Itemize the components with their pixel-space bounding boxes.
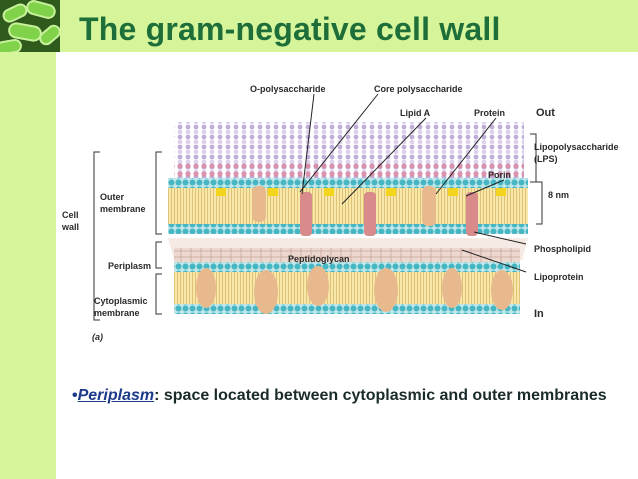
label-lipoprotein: Lipoprotein <box>534 272 584 282</box>
periplasm-region <box>168 238 528 262</box>
label-protein: Protein <box>474 108 506 118</box>
label-lps-line1: Lipopolysaccharide <box>534 142 619 152</box>
outer-membrane-layer <box>168 178 528 236</box>
leader-lines <box>299 93 527 273</box>
label-outer-membrane-line1: Outer <box>100 192 125 202</box>
bullet-periplasm: •Periplasm: space located between cytopl… <box>72 384 612 407</box>
label-core-polysaccharide: Core polysaccharide <box>374 84 463 94</box>
label-in: In <box>534 308 544 320</box>
label-porin: Porin <box>488 170 512 180</box>
label-cytoplasmic-line2: membrane <box>94 308 140 318</box>
label-phospholipid: Phospholipid <box>534 244 591 254</box>
lps-sugar-chains <box>174 122 524 180</box>
cell-wall-figure: O-polysaccharide Core polysaccharide Lip… <box>56 74 638 358</box>
bracket-lines <box>93 133 543 321</box>
label-panel-a: (a) <box>92 332 103 342</box>
label-lps-line2: (LPS) <box>534 154 558 164</box>
bullet-text: : space located between cytoplasmic and … <box>154 387 607 404</box>
slide-title: The gram-negative cell wall <box>79 11 501 47</box>
bacteria-thumbnail-image <box>0 0 60 52</box>
label-o-polysaccharide: O-polysaccharide <box>250 84 326 94</box>
left-decorative-band <box>0 0 56 479</box>
cell-wall-diagram <box>93 93 543 321</box>
bullet-term: Periplasm <box>77 387 155 404</box>
label-lipid-a: Lipid A <box>400 108 431 118</box>
label-peptidoglycan: Peptidoglycan <box>288 254 350 264</box>
label-thickness: 8 nm <box>548 190 570 200</box>
label-periplasm: Periplasm <box>108 261 152 271</box>
label-out: Out <box>536 107 555 119</box>
label-cell-wall-line1: Cell <box>62 210 79 220</box>
label-cell-wall-line2: wall <box>62 222 80 232</box>
cytoplasmic-membrane-layer <box>174 262 520 314</box>
label-cytoplasmic-line1: Cytoplasmic <box>94 296 148 306</box>
top-decorative-band <box>56 0 638 52</box>
label-outer-membrane-line2: membrane <box>100 204 146 214</box>
bullet-marker: • <box>72 387 78 404</box>
